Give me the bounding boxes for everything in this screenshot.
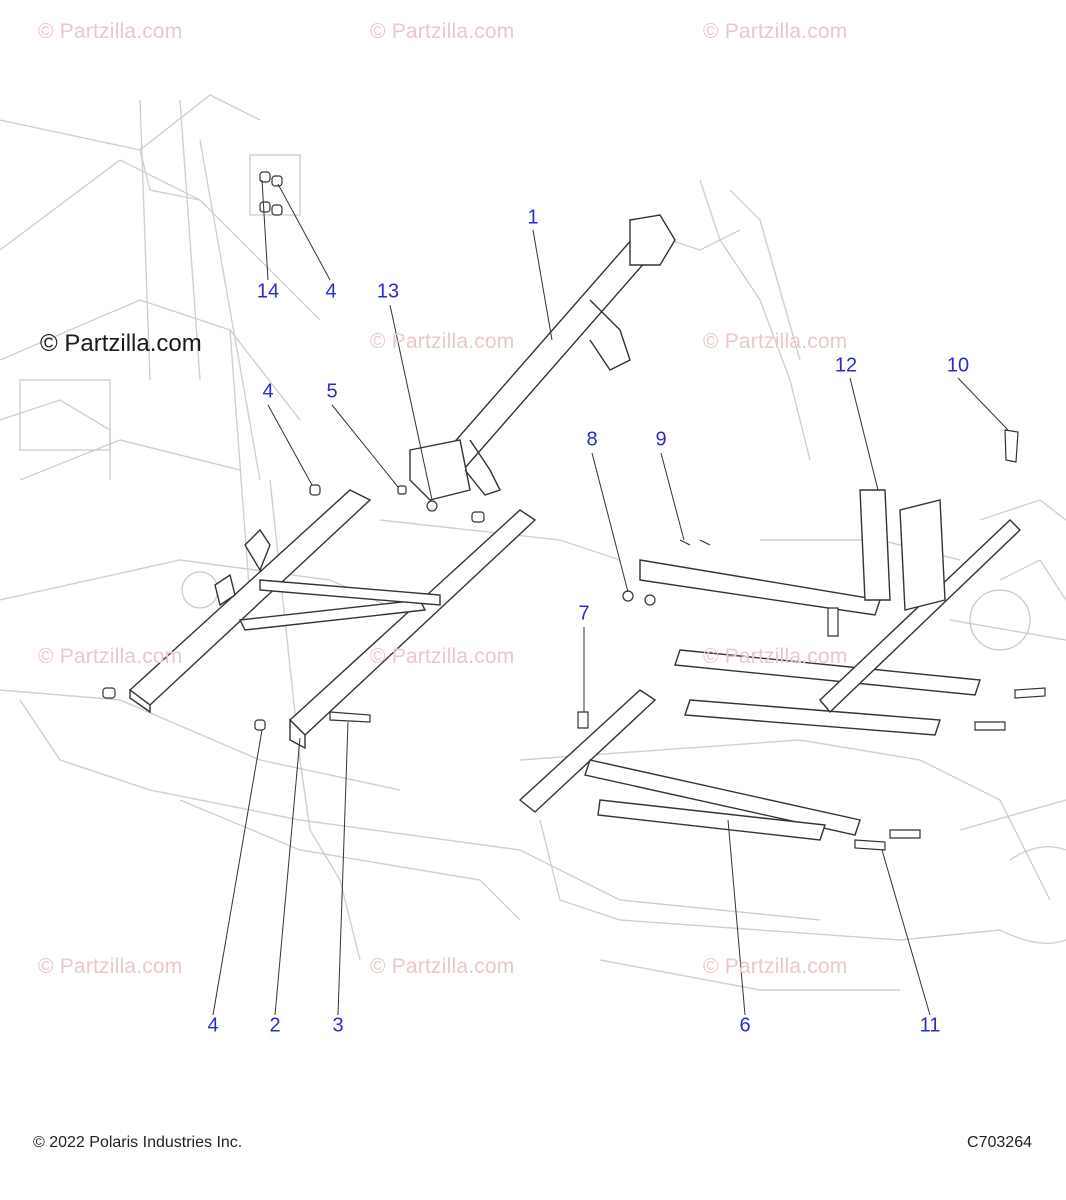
part-2-left-rails [128, 489, 537, 750]
callout-5[interactable]: 5 [326, 380, 338, 403]
watermark-8: © Partzilla.com [703, 645, 848, 668]
callout-4-bottom[interactable]: 4 [207, 1014, 219, 1037]
watermark-10: © Partzilla.com [370, 955, 515, 978]
watermark-7: © Partzilla.com [370, 645, 515, 668]
background-bolt-plates [19, 154, 1031, 651]
callout-1[interactable]: 1 [527, 206, 539, 229]
callout-3[interactable]: 3 [332, 1014, 344, 1037]
callout-10[interactable]: 10 [946, 354, 970, 377]
hardware-fasteners [102, 171, 1046, 851]
watermark-4: © Partzilla.com [370, 330, 515, 353]
callout-6[interactable]: 6 [739, 1014, 751, 1037]
part-1-upper-tube [409, 214, 676, 501]
callout-13[interactable]: 13 [376, 280, 400, 303]
callout-4-top[interactable]: 4 [325, 280, 337, 303]
callout-9[interactable]: 9 [655, 428, 667, 451]
watermark-3: © Partzilla.com [703, 20, 848, 43]
callout-12[interactable]: 12 [834, 354, 858, 377]
watermark-primary: © Partzilla.com [40, 330, 202, 357]
watermark-6: © Partzilla.com [38, 645, 183, 668]
copyright-text: © 2022 Polaris Industries Inc. [33, 1134, 243, 1151]
callout-14[interactable]: 14 [256, 280, 280, 303]
watermark-1: © Partzilla.com [38, 20, 183, 43]
watermark-5: © Partzilla.com [703, 330, 848, 353]
callout-2[interactable]: 2 [269, 1014, 281, 1037]
watermark-11: © Partzilla.com [703, 955, 848, 978]
callout-4-left[interactable]: 4 [262, 380, 274, 403]
background-frame [0, 94, 1066, 991]
watermark-9: © Partzilla.com [38, 955, 183, 978]
callout-7[interactable]: 7 [578, 602, 590, 625]
callout-11[interactable]: 11 [919, 1014, 941, 1037]
callout-leader-lines [212, 179, 1009, 1016]
part-6-right-rails [518, 489, 1022, 841]
diagram-code: C703264 [967, 1134, 1032, 1151]
callout-8[interactable]: 8 [586, 428, 598, 451]
watermark-2: © Partzilla.com [370, 20, 515, 43]
